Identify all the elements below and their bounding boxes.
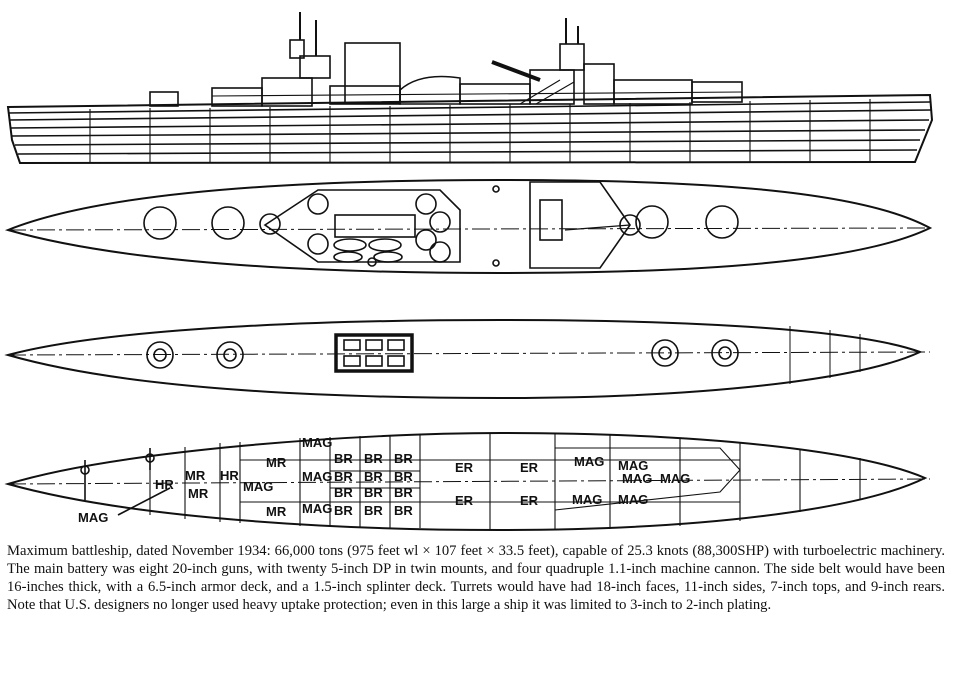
hull-profile <box>6 93 934 165</box>
label-mr: MR <box>266 455 287 470</box>
label-mag-outside: MAG <box>78 510 108 525</box>
label-mag: MAG <box>302 435 332 450</box>
figure-caption: Maximum battleship, dated November 1934:… <box>7 543 945 613</box>
hull-lower-deck <box>4 318 923 400</box>
deck-plan-view <box>4 178 933 275</box>
label-br: BR <box>394 485 413 500</box>
label-er: ER <box>455 493 474 508</box>
label-mr: MR <box>188 486 209 501</box>
label-er: ER <box>520 460 539 475</box>
label-hr: HR <box>155 477 174 492</box>
label-mag: MAG <box>618 492 648 507</box>
label-br: BR <box>364 485 383 500</box>
label-br: BR <box>394 503 413 518</box>
label-mag: MAG <box>572 492 602 507</box>
compartment-labels: MAG HR HR MR MR MR MR MAG MAG MAG MAG BR… <box>78 435 690 525</box>
label-br: BR <box>334 485 353 500</box>
label-br: BR <box>364 469 383 484</box>
label-br: BR <box>334 469 353 484</box>
label-br: BR <box>394 451 413 466</box>
label-mag: MAG <box>618 458 648 473</box>
label-mr: MR <box>185 468 206 483</box>
label-er: ER <box>455 460 474 475</box>
label-br: BR <box>394 469 413 484</box>
lower-deck-plan-view <box>4 318 931 400</box>
label-br: BR <box>364 503 383 518</box>
label-er: ER <box>520 493 539 508</box>
label-mag: MAG <box>660 471 690 486</box>
label-mag: MAG <box>302 501 332 516</box>
label-br: BR <box>334 451 353 466</box>
label-br: BR <box>364 451 383 466</box>
hull-hold-plan <box>4 431 928 532</box>
label-mr: MR <box>266 504 287 519</box>
ship-drawing: MAG HR HR MR MR MR MR MAG MAG MAG MAG BR… <box>4 12 934 532</box>
label-mag: MAG <box>302 469 332 484</box>
label-mag: MAG <box>622 471 652 486</box>
profile-view <box>6 12 934 165</box>
label-mag: MAG <box>574 454 604 469</box>
hold-plan-view <box>4 431 931 532</box>
hull-deck-plan <box>4 178 933 275</box>
label-mag: MAG <box>243 479 273 494</box>
label-hr: HR <box>220 468 239 483</box>
label-br: BR <box>334 503 353 518</box>
